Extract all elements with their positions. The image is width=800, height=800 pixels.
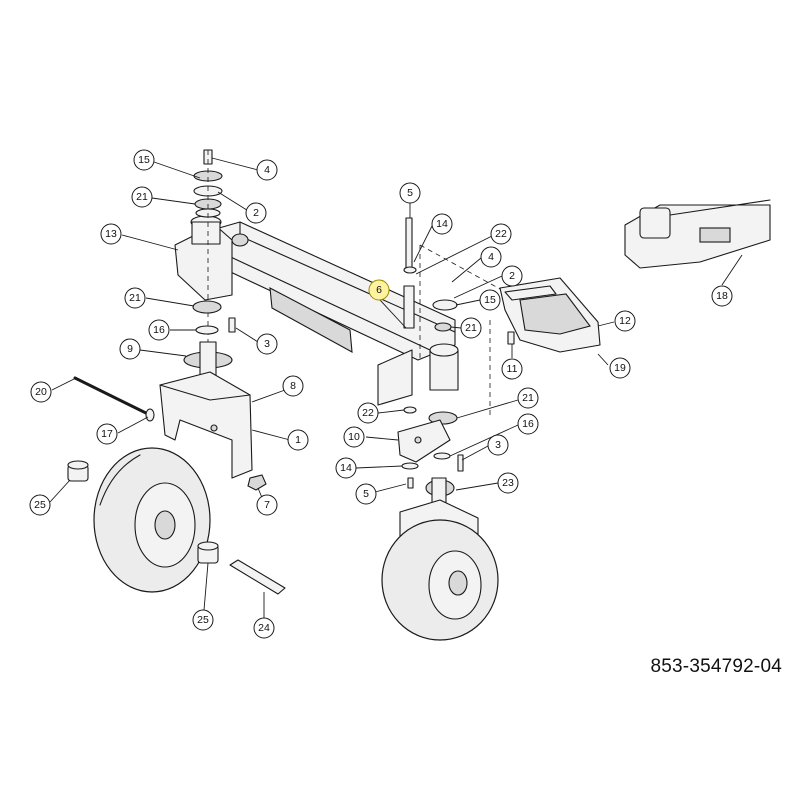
callout-1: 1 [287,429,309,451]
callout-11: 11 [501,358,523,380]
right-lower-bearing-stack [403,406,458,425]
svg-text:14: 14 [340,462,352,474]
hex-nut-7 [247,474,267,491]
left-lower-bearing-stack [192,300,236,335]
svg-text:21: 21 [136,191,148,203]
svg-text:3: 3 [495,439,501,451]
diagram-part-number: 853-354792-04 [650,656,782,677]
svg-text:20: 20 [35,386,47,398]
callout-2-right: 2 [501,265,523,287]
callout-16-right: 16 [517,413,539,435]
svg-text:21: 21 [522,392,534,404]
pivot-housing [174,215,249,301]
wheel-spacer-lower [197,541,219,564]
svg-text:16: 16 [153,324,165,336]
left-caster-wheel [93,447,211,593]
callout-6-highlighted: 6 [368,279,390,301]
callout-19: 19 [609,357,631,379]
right-small-hardware [401,452,464,489]
svg-text:8: 8 [290,380,296,392]
svg-text:21: 21 [465,322,477,334]
left-caster-gear [183,341,233,383]
svg-text:4: 4 [488,251,494,263]
callout-21-top: 21 [131,186,153,208]
svg-text:19: 19 [614,362,626,374]
svg-text:1: 1 [295,434,301,446]
callout-16-left: 16 [148,319,170,341]
wheel-spacer-left [67,460,89,482]
svg-text:2: 2 [253,207,259,219]
callout-4-top: 4 [256,159,278,181]
callout-21-right: 21 [460,317,482,339]
svg-text:4: 4 [264,164,270,176]
callout-14-top: 14 [431,213,453,235]
svg-text:22: 22 [495,228,507,240]
svg-text:5: 5 [363,488,369,500]
callout-24: 24 [253,617,275,639]
svg-text:7: 7 [264,499,270,511]
svg-text:3: 3 [264,338,270,350]
wheel-axle-bolt [229,559,286,595]
svg-text:21: 21 [129,292,141,304]
svg-text:11: 11 [507,363,518,375]
callout-25-upper: 25 [29,494,51,516]
callout-25-lower: 25 [192,609,214,631]
svg-text:25: 25 [34,499,46,511]
callout-14-lower: 14 [335,457,357,479]
callout-10: 10 [343,426,365,448]
svg-text:23: 23 [502,477,514,489]
callout-2-top: 2 [245,202,267,224]
front-axle-beam [204,221,456,406]
svg-text:14: 14 [436,218,448,230]
callout-20: 20 [30,381,52,403]
callout-4-right: 4 [480,246,502,268]
callout-15-right: 15 [479,289,501,311]
svg-text:10: 10 [348,431,360,443]
callout-21-left: 21 [124,287,146,309]
steering-segment-plate [397,419,451,463]
svg-text:15: 15 [484,294,496,306]
callout-7: 7 [256,494,278,516]
svg-text:16: 16 [522,418,534,430]
svg-text:22: 22 [362,407,374,419]
callout-5-lower: 5 [355,483,377,505]
svg-text:5: 5 [407,187,413,199]
right-caster-gear [425,477,455,509]
svg-text:13: 13 [105,228,117,240]
callout-3-left: 3 [256,333,278,355]
callout-22-top: 22 [490,223,512,245]
svg-text:6: 6 [376,284,382,296]
axle-rod-left [73,376,155,422]
callout-12: 12 [614,310,636,332]
svg-text:15: 15 [138,154,150,166]
callout-5-top: 5 [399,182,421,204]
callout-21-lower: 21 [517,387,539,409]
right-pivot-stack [403,217,521,415]
callout-13: 13 [100,223,122,245]
callout-9: 9 [119,338,141,360]
svg-text:25: 25 [197,614,209,626]
callout-22-lower: 22 [357,402,379,424]
cover-bracket [504,285,557,345]
svg-text:17: 17 [101,428,113,440]
svg-text:12: 12 [619,315,631,327]
callout-15-top: 15 [133,149,155,171]
left-caster-fork [159,371,253,479]
callout-3-right: 3 [487,434,509,456]
svg-text:2: 2 [509,270,515,282]
leader-lines [49,157,743,618]
svg-text:18: 18 [716,290,728,302]
callout-8: 8 [282,375,304,397]
callout-23: 23 [497,472,519,494]
callout-17: 17 [96,423,118,445]
callout-18: 18 [711,285,733,307]
right-caster-wheel [381,519,499,641]
svg-text:9: 9 [127,343,133,355]
inset-detail-view [624,199,771,269]
svg-text:24: 24 [258,622,270,634]
